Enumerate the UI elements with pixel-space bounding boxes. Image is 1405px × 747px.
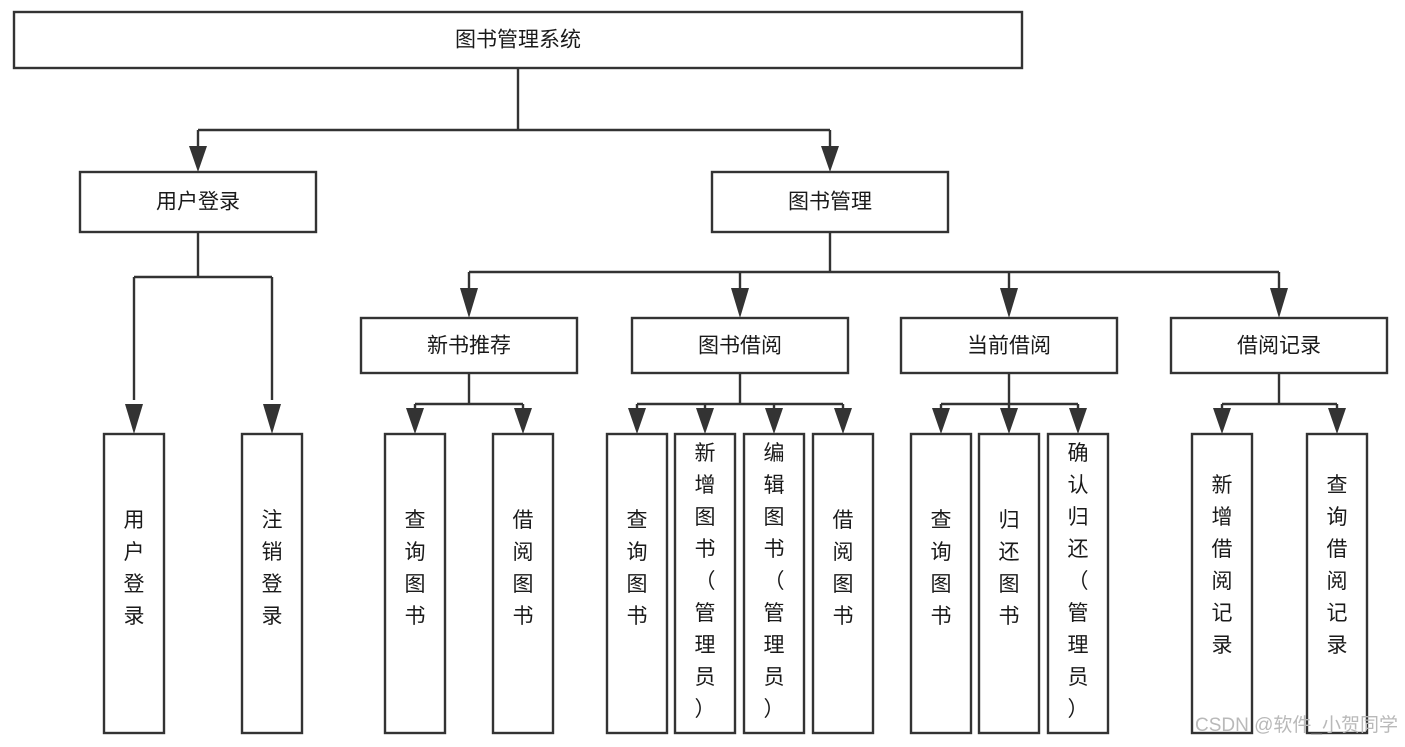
leaf-edit-book-label: 编辑图书（管理员）	[764, 442, 785, 721]
connector-group-root	[189, 68, 839, 172]
node-borrow-record-label: 借阅记录	[1237, 335, 1321, 358]
leaf-return-book-box[interactable]	[977, 432, 1041, 735]
leaf-logout-label: 注销登录	[262, 509, 283, 628]
node-book-borrow[interactable]: 图书借阅	[630, 316, 850, 375]
connector-group-borrowrecord	[1213, 373, 1346, 434]
arrowhead-leaf-edit-book	[765, 408, 783, 434]
node-book-borrow-label: 图书借阅	[698, 335, 782, 358]
node-user-login-box[interactable]	[78, 170, 318, 234]
leaf-edit-book[interactable]: 编辑图书（管理员）	[742, 432, 806, 735]
leaf-query-book-2-label: 查询图书	[627, 509, 648, 628]
node-book-manage[interactable]: 图书管理	[710, 170, 950, 234]
arrowhead-bookmanage	[821, 146, 839, 172]
leaf-borrow-book-1[interactable]: 借阅图书	[491, 432, 555, 735]
arrowhead-new-book-rec	[460, 288, 478, 318]
arrowhead-leaf-return-book	[1000, 408, 1018, 434]
node-root-box[interactable]	[12, 10, 1024, 70]
leaf-logout[interactable]: 注销登录	[240, 432, 304, 735]
leaf-query-record-label: 查询借阅记录	[1327, 474, 1348, 657]
arrowhead-current-borrow	[1000, 288, 1018, 318]
arrowhead-leaf-query-record	[1328, 408, 1346, 434]
leaf-query-book-1-label: 查询图书	[405, 509, 426, 628]
leaf-borrow-book-1-box[interactable]	[491, 432, 555, 735]
node-book-manage-label: 图书管理	[788, 191, 872, 214]
node-current-borrow[interactable]: 当前借阅	[899, 316, 1119, 375]
connector-group-bookborrow	[628, 373, 852, 434]
arrowhead-leaf-borrow-book-2	[834, 408, 852, 434]
leaf-confirm-return[interactable]: 确认归还（管理员）	[1046, 432, 1110, 735]
leaf-query-book-3-box[interactable]	[909, 432, 973, 735]
leaf-query-book-3[interactable]: 查询图书	[909, 432, 973, 735]
leaf-logout-box[interactable]	[240, 432, 304, 735]
leaf-return-book-label: 归还图书	[999, 509, 1020, 628]
arrowhead-leaf-query-book-3	[932, 408, 950, 434]
node-root-label: 图书管理系统	[455, 29, 581, 52]
leaf-add-book-label: 新增图书（管理员）	[695, 442, 716, 721]
leaf-query-book-1-box[interactable]	[383, 432, 447, 735]
node-new-book-rec-label: 新书推荐	[427, 335, 511, 358]
leaf-user-login-box[interactable]	[102, 432, 166, 735]
arrowhead-leaf-add-book	[696, 408, 714, 434]
leaf-add-record-label: 新增借阅记录	[1212, 474, 1233, 657]
node-user-login-label: 用户登录	[156, 191, 240, 214]
connector-group-userlogin	[125, 232, 281, 434]
arrowhead-leaf-logout	[263, 404, 281, 434]
leaf-user-login[interactable]: 用户登录	[102, 432, 166, 735]
node-borrow-record[interactable]: 借阅记录	[1169, 316, 1389, 375]
leaf-user-login-label: 用户登录	[124, 509, 145, 628]
leaf-add-book[interactable]: 新增图书（管理员）	[673, 432, 737, 735]
leaf-query-book-2[interactable]: 查询图书	[605, 432, 669, 735]
leaf-query-book-1[interactable]: 查询图书	[383, 432, 447, 735]
node-user-login[interactable]: 用户登录	[78, 170, 318, 234]
arrowhead-book-borrow	[731, 288, 749, 318]
leaf-edit-book-box[interactable]	[742, 432, 806, 735]
leaf-borrow-book-2[interactable]: 借阅图书	[811, 432, 875, 735]
connector-group-newbookrec	[406, 373, 532, 434]
node-new-book-rec[interactable]: 新书推荐	[359, 316, 579, 375]
node-root[interactable]: 图书管理系统	[12, 10, 1024, 70]
connector-group-currentborrow	[932, 373, 1087, 434]
leaf-confirm-return-label: 确认归还（管理员）	[1068, 442, 1089, 721]
leaf-return-book[interactable]: 归还图书	[977, 432, 1041, 735]
arrowhead-borrow-record	[1270, 288, 1288, 318]
csdn-watermark: CSDN @软件_小贺同学	[1195, 714, 1398, 736]
arrowhead-leaf-confirm-return	[1069, 408, 1087, 434]
node-book-manage-box[interactable]	[710, 170, 950, 234]
arrowhead-leaf-query-book-1	[406, 408, 424, 434]
node-current-borrow-label: 当前借阅	[967, 335, 1051, 358]
node-current-borrow-box[interactable]	[899, 316, 1119, 375]
leaf-query-record[interactable]: 查询借阅记录	[1305, 432, 1369, 735]
leaf-query-book-2-box[interactable]	[605, 432, 669, 735]
leaf-borrow-book-2-label: 借阅图书	[833, 509, 854, 628]
leaf-add-record[interactable]: 新增借阅记录	[1190, 432, 1254, 735]
node-book-borrow-box[interactable]	[630, 316, 850, 375]
arrowhead-userlogin	[189, 146, 207, 172]
arrowhead-leaf-query-book-2	[628, 408, 646, 434]
arrowhead-leaf-user-login	[125, 404, 143, 434]
leaf-borrow-book-1-label: 借阅图书	[513, 509, 534, 628]
node-new-book-rec-box[interactable]	[359, 316, 579, 375]
leaf-query-book-3-label: 查询图书	[931, 509, 952, 628]
leaf-confirm-return-box[interactable]	[1046, 432, 1110, 735]
arrowhead-leaf-borrow-book-1	[514, 408, 532, 434]
arrowhead-leaf-add-record	[1213, 408, 1231, 434]
leaf-add-book-box[interactable]	[673, 432, 737, 735]
leaf-query-record-box[interactable]	[1305, 432, 1369, 735]
leaf-add-record-box[interactable]	[1190, 432, 1254, 735]
connector-group-bookmanage	[460, 232, 1288, 318]
leaf-borrow-book-2-box[interactable]	[811, 432, 875, 735]
node-borrow-record-box[interactable]	[1169, 316, 1389, 375]
